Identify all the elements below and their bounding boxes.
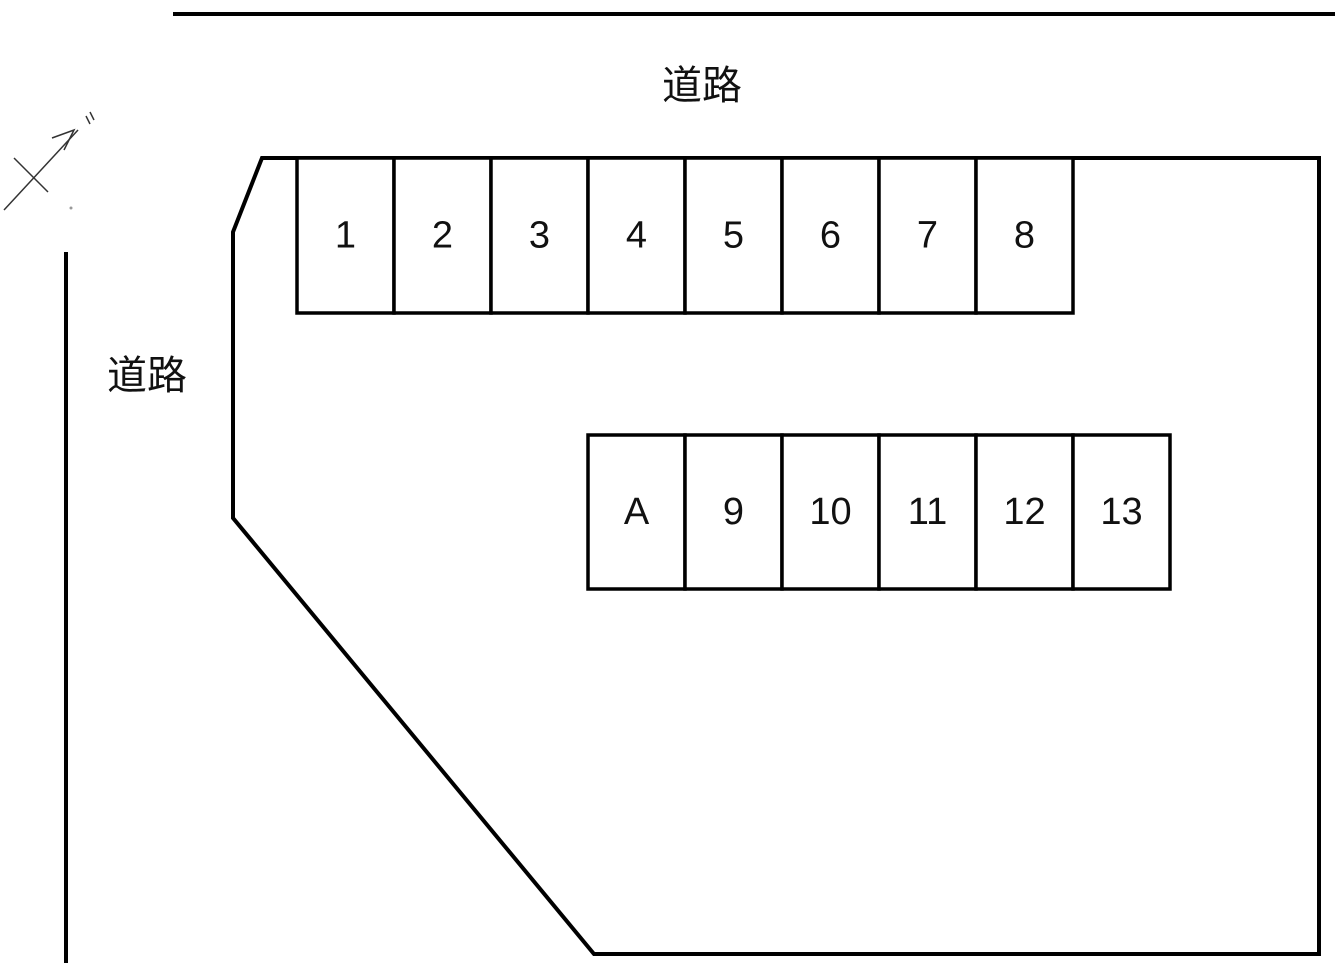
parking-space-10: 10: [780, 433, 881, 591]
parking-space-label: 3: [529, 215, 550, 257]
parking-space-label: 2: [432, 215, 453, 257]
parking-space-box: [586, 433, 687, 591]
north-arrow-icon: [3, 111, 95, 211]
parking-space-label: 10: [809, 491, 851, 533]
parking-space-3: 3: [489, 156, 590, 315]
parking-space-5: 5: [683, 156, 784, 315]
parking-space-box: [1071, 433, 1172, 591]
parking-space-label: 7: [917, 215, 938, 257]
parking-space-12: 12: [974, 433, 1075, 591]
parking-space-label: 6: [820, 215, 841, 257]
parking-space-box: [780, 433, 881, 591]
parking-space-box: [877, 433, 978, 591]
parking-space-label: 12: [1003, 491, 1045, 533]
parking-space-box: [392, 156, 493, 315]
parking-space-box: [489, 156, 590, 315]
parking-space-box: [683, 156, 784, 315]
parking-space-13: 13: [1071, 433, 1172, 591]
parking-space-box: [974, 156, 1075, 315]
parking-space-8: 8: [974, 156, 1075, 315]
parking-space-11: 11: [877, 433, 978, 591]
parking-space-box: [586, 156, 687, 315]
parking-space-A: A: [586, 433, 687, 591]
parking-space-label: A: [624, 491, 650, 533]
parking-space-4: 4: [586, 156, 687, 315]
parking-space-box: [683, 433, 784, 591]
top-row-spaces: 1 2 3 4 5 6 7 8: [295, 156, 1075, 315]
parking-space-7: 7: [877, 156, 978, 315]
parking-space-9: 9: [683, 433, 784, 591]
top-road-label: 道路: [662, 63, 742, 109]
parking-lot-outline: [231, 156, 1321, 956]
parking-space-label: 8: [1014, 215, 1035, 257]
bottom-row-spaces: A 9 10 11 12 13: [586, 433, 1172, 591]
parking-space-2: 2: [392, 156, 493, 315]
parking-space-box: [780, 156, 881, 315]
parking-space-label: 13: [1100, 491, 1142, 533]
parking-space-6: 6: [780, 156, 881, 315]
parking-space-1: 1: [295, 156, 396, 315]
left-road-label: 道路: [107, 353, 187, 399]
parking-space-label: 11: [908, 491, 947, 533]
parking-space-label: 9: [723, 491, 744, 533]
parking-space-box: [295, 156, 396, 315]
parking-space-label: 5: [723, 215, 744, 257]
parking-space-label: 1: [335, 215, 356, 257]
parking-space-label: 4: [626, 215, 647, 257]
parking-space-box: [974, 433, 1075, 591]
